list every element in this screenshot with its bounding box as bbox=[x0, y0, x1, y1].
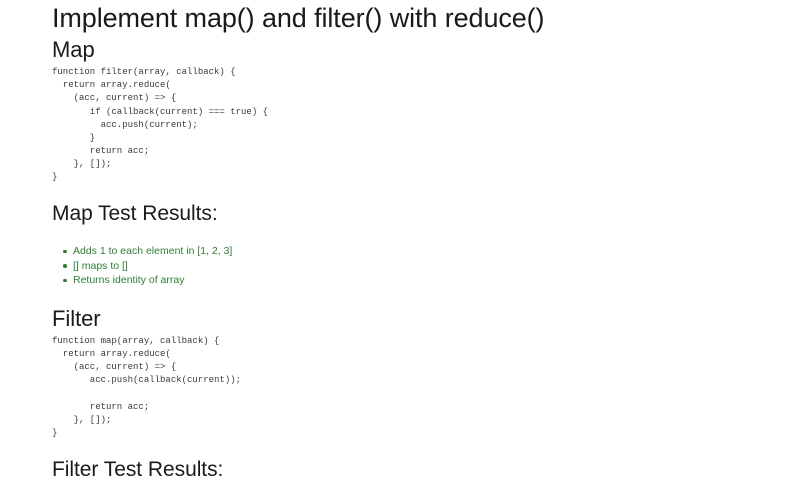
spacer-before-map-results-list bbox=[52, 229, 776, 244]
page-title: Implement map() and filter() with reduce… bbox=[52, 3, 545, 33]
section-heading-filter-test-results: Filter Test Results: bbox=[52, 457, 224, 481]
map-test-results-list: Adds 1 to each element in [1, 2, 3] [] m… bbox=[52, 244, 776, 288]
code-block-filter: function map(array, callback) { return a… bbox=[52, 336, 242, 438]
section-heading-map-test-results: Map Test Results: bbox=[52, 202, 218, 226]
code-block-map: function filter(array, callback) { retur… bbox=[52, 67, 269, 182]
list-item: Returns identity of array bbox=[52, 273, 776, 288]
section-heading-filter: Filter bbox=[52, 305, 101, 331]
list-item: Adds 1 to each element in [1, 2, 3] bbox=[52, 244, 776, 259]
document-page: Implement map() and filter() with reduce… bbox=[52, 3, 545, 481]
list-item: [] maps to [] bbox=[52, 259, 776, 274]
spacer-after-filter-code bbox=[52, 440, 776, 457]
spacer-after-map-results-list bbox=[52, 288, 776, 306]
section-heading-map: Map bbox=[52, 36, 95, 62]
spacer-after-map-code bbox=[52, 184, 776, 201]
